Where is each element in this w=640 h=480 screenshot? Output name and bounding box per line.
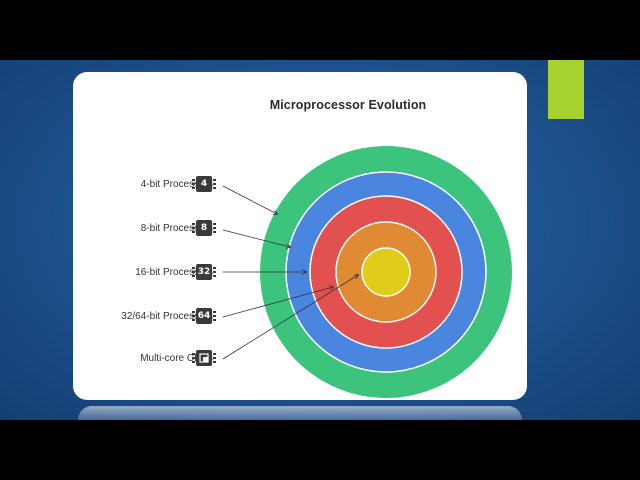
label-multi-core: Multi-core CPUs — [140, 353, 213, 364]
card-reflection — [78, 406, 522, 420]
label-16-bit: 16-bit Processors — [135, 267, 213, 278]
accent-bar — [548, 60, 584, 119]
label-32-64-bit: 32/64-bit Processors — [121, 311, 213, 322]
pointer-arrow-8-bit — [222, 229, 290, 247]
multicore-glyph — [199, 353, 209, 363]
chip-icon: 4 — [192, 176, 216, 192]
letterbox-top — [0, 0, 640, 60]
letterbox-bottom — [0, 420, 640, 480]
pointer-arrow-multi-core — [222, 275, 358, 360]
slide: Microprocessor Evolution 4-bit Processor… — [0, 60, 640, 420]
chip-icon: 8 — [192, 220, 216, 236]
pointer-arrow-4-bit — [222, 185, 277, 214]
diagram-card: Microprocessor Evolution 4-bit Processor… — [73, 72, 527, 400]
ring-divider — [335, 221, 437, 323]
multicore-chip-icon — [192, 350, 216, 366]
diagram-title: Microprocessor Evolution — [269, 98, 427, 112]
label-4-bit: 4-bit Processors — [140, 179, 213, 190]
pointer-arrow-32-64-bit — [222, 287, 333, 318]
chip-icon: 64 — [192, 308, 216, 324]
ring-multi-core — [362, 248, 410, 296]
ring-divider — [361, 247, 411, 297]
ring-divider — [309, 195, 463, 349]
chip-icon: 32 — [192, 264, 216, 280]
label-8-bit: 8-bit Processors — [140, 223, 213, 234]
concentric-rings-diagram — [222, 146, 512, 398]
